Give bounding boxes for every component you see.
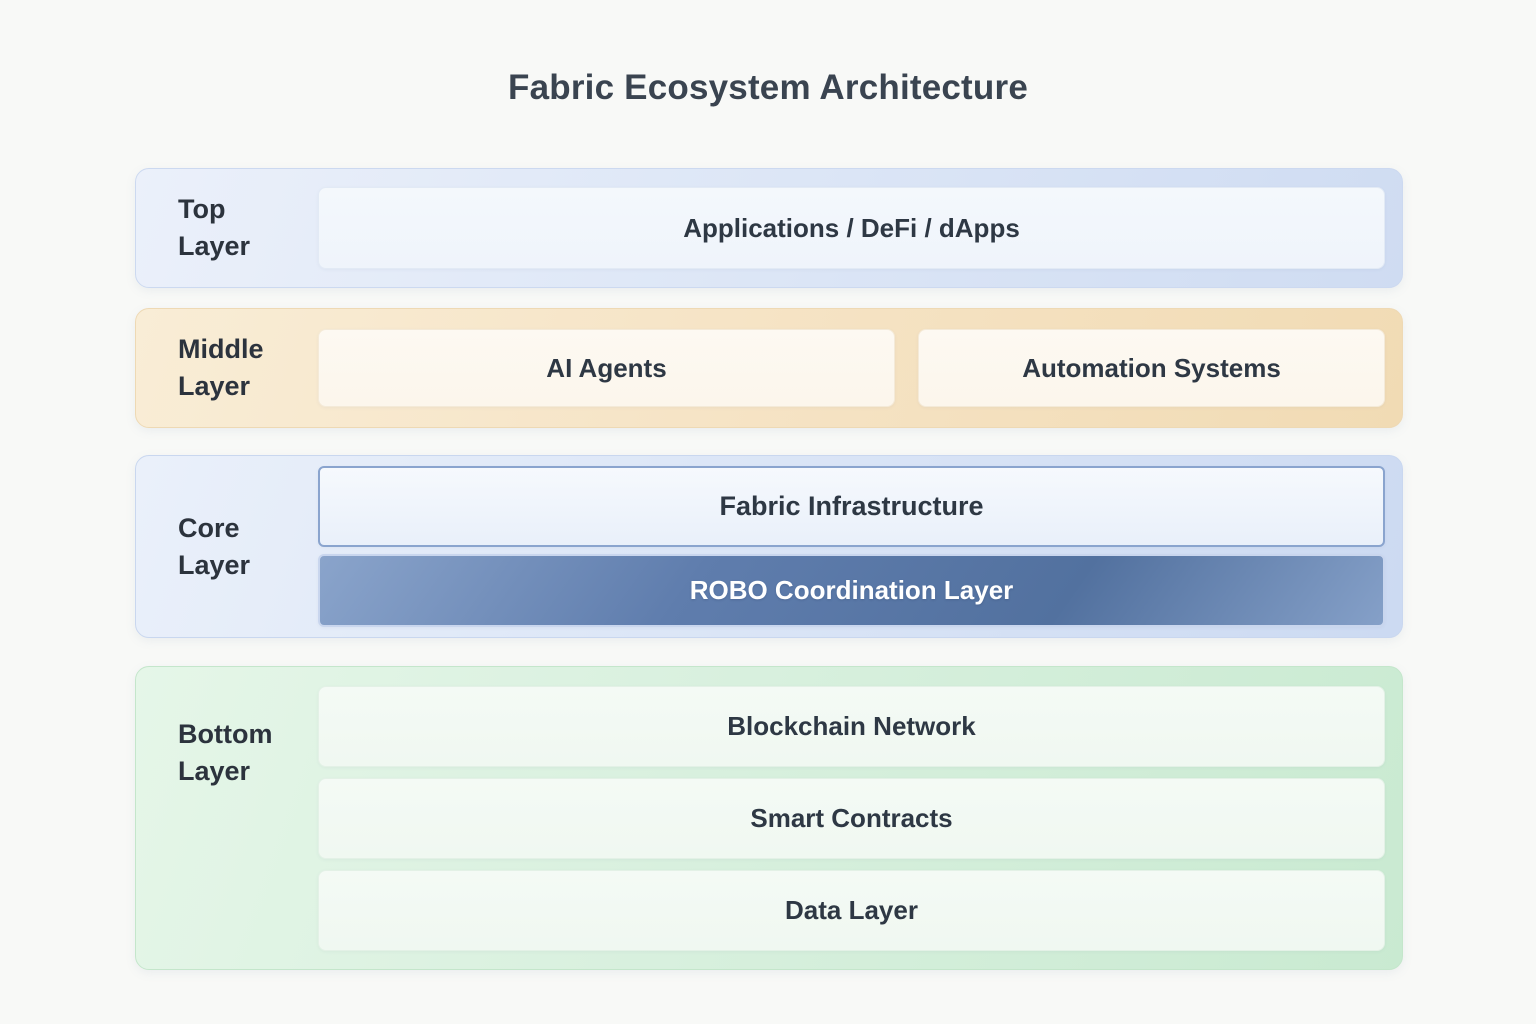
- bottom-layer-label: Bottom Layer: [178, 719, 273, 786]
- core-layer-label-column: Core Layer: [136, 456, 318, 637]
- node-fabric-infrastructure: Fabric Infrastructure: [318, 466, 1385, 547]
- node-data-layer: Data Layer: [318, 869, 1385, 951]
- core-layer-label: Core Layer: [178, 512, 251, 580]
- architecture-diagram: Top Layer Applications / DeFi / dApps Mi…: [135, 168, 1403, 970]
- top-layer-label: Top Layer: [178, 194, 251, 261]
- band-middle-layer: Middle Layer AI Agents Automation System…: [135, 308, 1403, 428]
- top-layer-label-column: Top Layer: [136, 169, 318, 287]
- band-core-layer: Core Layer Fabric Infrastructure ROBO Co…: [135, 455, 1403, 638]
- node-applications-defi-dapps: Applications / DeFi / dApps: [318, 187, 1385, 269]
- node-automation-systems: Automation Systems: [918, 329, 1385, 407]
- node-robo-coordination-layer: ROBO Coordination Layer: [318, 554, 1385, 627]
- bottom-layer-content: Blockchain Network Smart Contracts Data …: [318, 667, 1402, 969]
- page-title: Fabric Ecosystem Architecture: [508, 68, 1028, 107]
- node-blockchain-network: Blockchain Network: [318, 685, 1385, 767]
- node-ai-agents: AI Agents: [318, 329, 895, 407]
- band-top-layer: Top Layer Applications / DeFi / dApps: [135, 168, 1403, 288]
- band-bottom-layer: Bottom Layer Blockchain Network Smart Co…: [135, 666, 1403, 970]
- core-layer-content: Fabric Infrastructure ROBO Coordination …: [318, 456, 1402, 637]
- middle-layer-label-column: Middle Layer: [136, 309, 318, 427]
- middle-layer-label: Middle Layer: [178, 334, 264, 401]
- middle-layer-content: AI Agents Automation Systems: [318, 309, 1402, 427]
- top-layer-content: Applications / DeFi / dApps: [318, 169, 1402, 287]
- bottom-layer-label-column: Bottom Layer: [136, 667, 318, 969]
- middle-layer-row: AI Agents Automation Systems: [318, 329, 1385, 407]
- node-smart-contracts: Smart Contracts: [318, 777, 1385, 859]
